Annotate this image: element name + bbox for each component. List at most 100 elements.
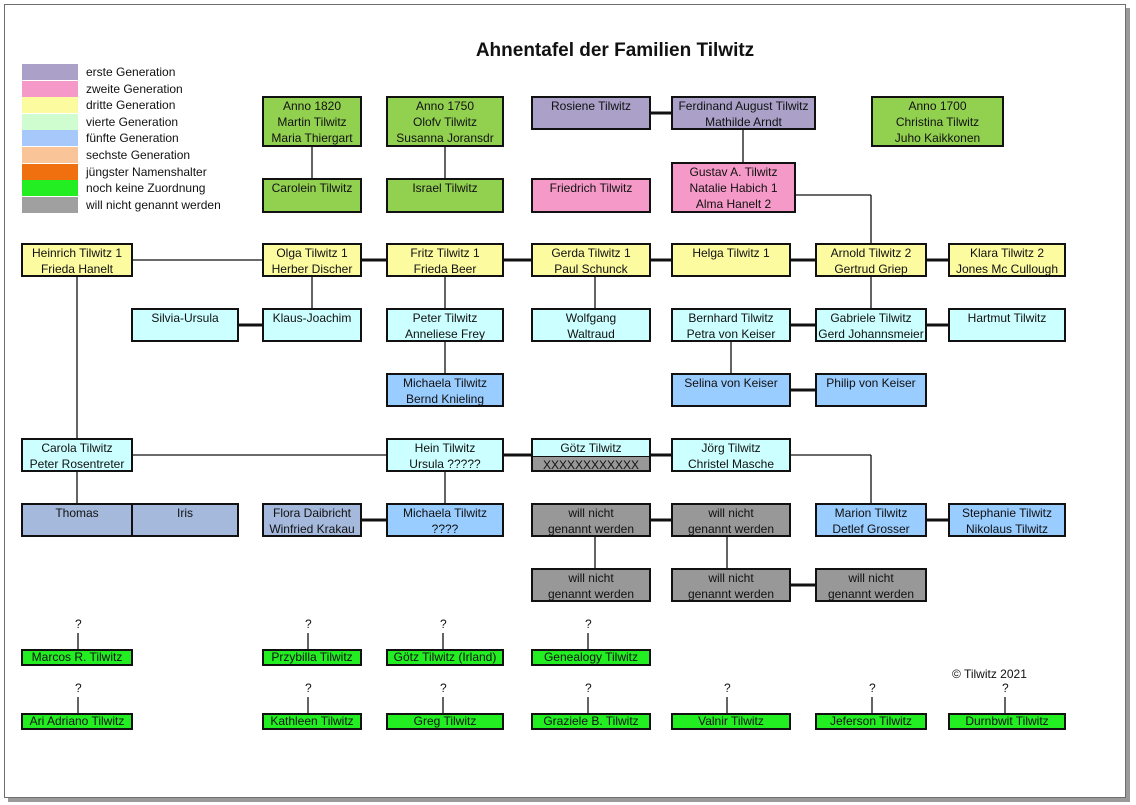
box-jeferson-tilwitz: Jeferson Tilwitz xyxy=(815,713,927,730)
box-text-line: Gerd Johannsmeier xyxy=(818,327,924,341)
legend-swatch xyxy=(22,147,78,163)
unknown-parent-marker: ? xyxy=(75,681,82,695)
box-goetz-tilwitz-irland: Götz Tilwitz (Irland) xyxy=(386,649,504,666)
box-text-line: Ferdinand August Tilwitz xyxy=(678,99,809,113)
box-helga-tilwitz: Helga Tilwitz 1 xyxy=(671,243,791,277)
frame-shadow-bottom xyxy=(8,798,1130,802)
box-text-line: Valnir Tilwitz xyxy=(698,714,764,728)
box-text-line: genannt werden xyxy=(547,587,635,601)
box-text-line: Thomas xyxy=(55,506,99,520)
box-israel-tilwitz: Israel Tilwitz xyxy=(386,178,504,213)
box-durnbwit-tilwitz: Durnbwit Tilwitz xyxy=(948,713,1066,730)
box-text-line: genannt werden xyxy=(687,587,775,601)
box-greg-tilwitz: Greg Tilwitz xyxy=(386,713,504,730)
box-text-line: Gabriele Tilwitz xyxy=(830,311,912,325)
box-will-nicht-2: will nicht genannt werden xyxy=(671,503,791,537)
box-text-line: will nicht xyxy=(708,506,754,520)
box-text-line: Carolein Tilwitz xyxy=(271,181,353,195)
box-text-line: Durnbwit Tilwitz xyxy=(965,714,1049,728)
box-text-line: Detlef Grosser xyxy=(832,522,910,536)
box-text-line: Nikolaus Tilwitz xyxy=(965,522,1049,536)
box-text-line: Ursula ????? xyxy=(409,457,481,471)
box-klaus-joachim: Klaus-Joachim xyxy=(262,308,362,342)
box-text-line: Israel Tilwitz xyxy=(412,181,478,195)
box-will-nicht-1: will nicht genannt werden xyxy=(531,503,651,537)
box-text-line: will nicht xyxy=(568,506,614,520)
box-text-line: Petra von Keiser xyxy=(686,327,776,341)
box-text-line: Genealogy Tilwitz xyxy=(543,650,639,664)
box-text-line: Christel Masche xyxy=(687,457,775,471)
box-text-line: Hein Tilwitz xyxy=(414,441,476,455)
box-silvia-ursula: Silvia-Ursula xyxy=(131,308,239,342)
box-text-line: Götz Tilwitz xyxy=(560,441,622,455)
box-text-line: Christina Tilwitz xyxy=(895,115,980,129)
legend-label: dritte Generation xyxy=(86,98,176,113)
box-text-line: Philip von Keiser xyxy=(826,376,916,390)
box-marcos-r-tilwitz: Marcos R. Tilwitz xyxy=(21,649,133,666)
legend-swatch xyxy=(22,163,78,180)
box-text-line: Wolfgang xyxy=(565,311,617,325)
box-text-line: Friedrich Tilwitz xyxy=(549,181,633,195)
box-graziele-b-tilwitz: Graziele B. Tilwitz xyxy=(531,713,651,730)
box-text-line: Maria Thiergart xyxy=(271,131,353,145)
box-rosiene-tilwitz: Rosiene Tilwitz xyxy=(531,96,651,130)
box-text-line: Winfried Krakau xyxy=(269,522,355,536)
box-text-line: Stephanie Tilwitz xyxy=(961,506,1053,520)
legend-label: zweite Generation xyxy=(86,81,183,96)
legend-swatch xyxy=(22,80,78,97)
box-text-line: Olofv Tilwitz xyxy=(412,115,477,129)
unknown-parent-marker: ? xyxy=(305,617,312,631)
box-text-line: Jörg Tilwitz xyxy=(701,441,761,455)
box-text-line: Heinrich Tilwitz 1 xyxy=(31,246,123,260)
unknown-parent-marker: ? xyxy=(585,681,592,695)
box-text-line: Gertrud Griep xyxy=(834,262,908,276)
box-text-line: Iris xyxy=(177,506,193,520)
box-text-line: Martin Tilwitz xyxy=(277,115,347,129)
box-text-line: Hartmut Tilwitz xyxy=(967,311,1047,325)
box-text-line: Mathilde Arndt xyxy=(705,115,782,129)
box-text-line: Anno 1750 xyxy=(415,99,475,113)
box-text-line: Jeferson Tilwitz xyxy=(829,714,913,728)
box-text-line: Natalie Habich 1 xyxy=(689,181,778,195)
box-text-line: genannt werden xyxy=(687,522,775,536)
box-text-line: Przybilla Tilwitz xyxy=(271,650,353,664)
unknown-parent-marker: ? xyxy=(440,617,447,631)
box-text-line: Anno 1820 xyxy=(282,99,342,113)
box-text-line: Frieda Beer xyxy=(413,262,477,276)
box-text-line: Peter Rosentreter xyxy=(29,457,125,471)
legend-swatch xyxy=(22,113,78,130)
box-kathleen-tilwitz: Kathleen Tilwitz xyxy=(262,713,362,730)
unknown-parent-marker: ? xyxy=(75,617,82,631)
box-text-line: Paul Schunck xyxy=(554,262,628,276)
legend-label: erste Generation xyxy=(86,65,176,79)
box-philip-von-keiser: Philip von Keiser xyxy=(815,373,927,407)
box-text-line: genannt werden xyxy=(827,587,915,601)
box-text-line: Klaus-Joachim xyxy=(272,311,352,325)
legend-swatch xyxy=(22,130,78,147)
unknown-parent-marker: ? xyxy=(869,681,876,695)
box-text-line: Fritz Tilwitz 1 xyxy=(410,246,480,260)
box-ari-adriano-tilwitz: Ari Adriano Tilwitz xyxy=(21,713,133,730)
box-text-line: Bernhard Tilwitz xyxy=(688,311,774,325)
unknown-parent-marker: ? xyxy=(724,681,731,695)
legend-label: noch keine Zuordnung xyxy=(86,181,206,196)
box-text-line: Bernd Knieling xyxy=(405,392,485,406)
box-text-line: genannt werden xyxy=(547,522,635,536)
box-fritz-tilwitz: Fritz Tilwitz 1 Frieda Beer xyxy=(386,243,504,277)
